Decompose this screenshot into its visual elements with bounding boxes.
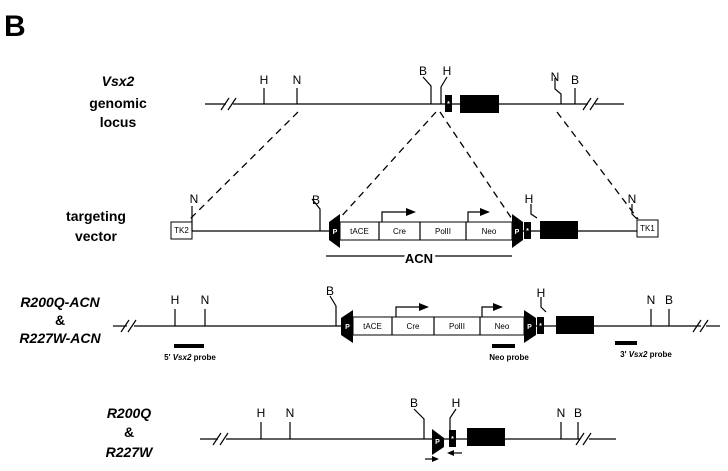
site-h2-label: H xyxy=(443,64,452,78)
acn-label-line3: R227W-ACN xyxy=(19,330,101,346)
tk2-label: TK2 xyxy=(174,226,189,235)
exon-block xyxy=(460,95,499,113)
site-b-label: B xyxy=(410,396,418,410)
loxp-right-label: P xyxy=(515,229,520,236)
site-h-label: H xyxy=(171,293,180,307)
genomic-label-line2: locus xyxy=(100,114,137,130)
cre-label: Cre xyxy=(393,227,406,236)
loxp-right-label: P xyxy=(527,324,532,331)
tace-label: tACE xyxy=(363,322,382,331)
homology-dashed-lines xyxy=(189,111,639,220)
site-n2-label: N xyxy=(551,70,560,84)
acn-allele-row: R200Q-ACN & R227W-ACN H N B P tACE Cre P… xyxy=(19,284,720,362)
cre-promoter-arrow xyxy=(381,211,408,222)
site-n-label: N xyxy=(286,406,295,420)
site-b2-label: B xyxy=(574,406,582,420)
site-n-label: N xyxy=(201,293,210,307)
genomic-label-gene: Vsx2 xyxy=(102,73,135,89)
site-h2-tick xyxy=(440,76,448,104)
targeting-label-line1: targeting xyxy=(66,208,126,224)
targeting-vector-row: targeting vector TK2 N B P tACE Cre PolI… xyxy=(66,192,659,269)
site-n2-tick xyxy=(554,78,562,104)
site-h2-label: H xyxy=(537,286,546,300)
neo-label: Neo xyxy=(495,322,510,331)
tk1-box xyxy=(636,219,659,238)
site-b-tick xyxy=(329,295,337,326)
loxp-left xyxy=(329,214,340,248)
site-b-tick xyxy=(422,76,432,104)
loxp-residual xyxy=(432,429,444,455)
genomic-break-2a xyxy=(582,97,592,111)
site-n2-label: N xyxy=(557,406,566,420)
loxp-left-label: P xyxy=(333,229,338,236)
site-h-label: H xyxy=(257,406,266,420)
mutation-mark: * xyxy=(447,101,450,108)
acn-label-line1: R200Q-ACN xyxy=(20,294,100,310)
site-n2-tick xyxy=(631,204,638,220)
neo-promoter-arrow xyxy=(467,211,482,222)
loxp-right xyxy=(524,310,536,343)
genomic-break-1a xyxy=(220,97,230,111)
neo-probe-label: Neo probe xyxy=(489,353,529,362)
site-n-label: N xyxy=(190,192,199,206)
loxp-residual-label: P xyxy=(435,439,440,446)
vector-exon-block xyxy=(540,221,578,239)
neo-promoter-arrow xyxy=(481,306,495,317)
five-prime-probe-label: 5' Vsx2 probe xyxy=(164,353,216,362)
genomic-label-line1: genomic xyxy=(89,95,147,111)
tace-label: tACE xyxy=(350,227,369,236)
site-b-label: B xyxy=(326,284,334,298)
loxp-left-label: P xyxy=(345,324,350,331)
site-n2-label: N xyxy=(647,293,656,307)
vector-mutated-exon xyxy=(524,222,531,239)
cre-promoter-arrow xyxy=(395,306,421,317)
polii-label: PolII xyxy=(435,227,451,236)
site-h2-tick xyxy=(540,297,547,313)
final-mutation-mark: * xyxy=(451,436,454,443)
panel-label: B xyxy=(4,10,26,43)
site-n-label: N xyxy=(293,73,302,87)
site-b2-label: B xyxy=(665,293,673,307)
final-exon-block xyxy=(467,428,505,446)
cre-label: Cre xyxy=(407,322,420,331)
final-label-line1: R200Q xyxy=(107,405,151,421)
mutated-exon xyxy=(445,95,452,112)
vector-mutation-mark: * xyxy=(526,228,529,235)
site-h2-label: H xyxy=(452,396,461,410)
acn-label-line2: & xyxy=(55,312,65,328)
genomic-break-2b xyxy=(589,97,599,111)
site-b-label: B xyxy=(419,64,427,78)
loxp-right xyxy=(512,214,523,248)
targeting-label-line2: vector xyxy=(75,228,118,244)
acn-mutated-exon xyxy=(537,317,544,334)
acn-mutation-mark: * xyxy=(539,323,542,330)
site-b-tick xyxy=(413,408,425,439)
site-h-label: H xyxy=(260,73,269,87)
loxp-left xyxy=(341,310,353,343)
final-label-line2: & xyxy=(124,424,134,440)
acn-span-label: ACN xyxy=(405,251,433,266)
site-h2-tick xyxy=(449,408,457,431)
final-allele-row: R200Q & R227W H N B P H * N B xyxy=(106,396,616,462)
site-b-label: B xyxy=(312,193,320,207)
polii-label: PolII xyxy=(449,322,465,331)
genomic-locus-row: Vsx2 genomic locus H N B H * N B xyxy=(89,64,624,130)
three-prime-probe-label: 3' Vsx2 probe xyxy=(620,350,672,359)
genomic-break-1b xyxy=(227,97,237,111)
final-label-line3: R227W xyxy=(106,444,154,460)
site-n2-label: N xyxy=(628,192,637,206)
neo-label: Neo xyxy=(482,227,497,236)
site-b2-label: B xyxy=(571,73,579,87)
acn-exon-block xyxy=(556,316,594,334)
site-b-tick xyxy=(311,198,321,231)
site-h-label: H xyxy=(525,192,534,206)
final-mutated-exon xyxy=(449,430,456,447)
tk1-label: TK1 xyxy=(640,224,655,233)
site-h-tick xyxy=(530,204,538,219)
